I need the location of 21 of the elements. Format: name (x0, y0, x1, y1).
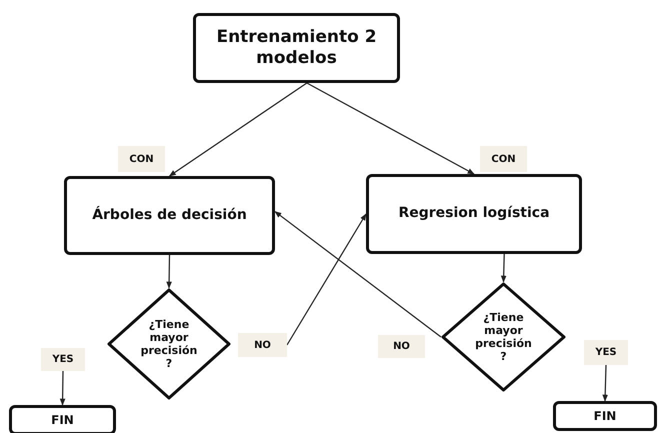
process-box: FIN (9, 405, 116, 433)
process-box: Árboles de decisión (64, 176, 275, 255)
tag-label: CON (118, 146, 165, 172)
process-box: Entrenamiento 2 modelos (193, 13, 400, 83)
arrow (306, 82, 475, 175)
tag-label: YES (584, 340, 628, 365)
decision-diamond: ¿Tiene mayor precisión ? (441, 282, 566, 392)
arrow (500, 254, 506, 283)
tag-label: NO (378, 335, 425, 358)
tag-label: NO (238, 333, 287, 357)
arrow (602, 364, 608, 402)
tag-label: YES (41, 348, 85, 371)
arrow (286, 213, 367, 346)
tag-label: CON (480, 146, 527, 172)
arrow (166, 255, 172, 289)
process-box: Regresion logística (366, 174, 582, 254)
arrow (168, 82, 308, 176)
arrow (274, 211, 442, 338)
decision-diamond: ¿Tiene mayor precisión ? (107, 288, 231, 400)
arrow (60, 371, 66, 406)
process-box: FIN (553, 401, 657, 431)
